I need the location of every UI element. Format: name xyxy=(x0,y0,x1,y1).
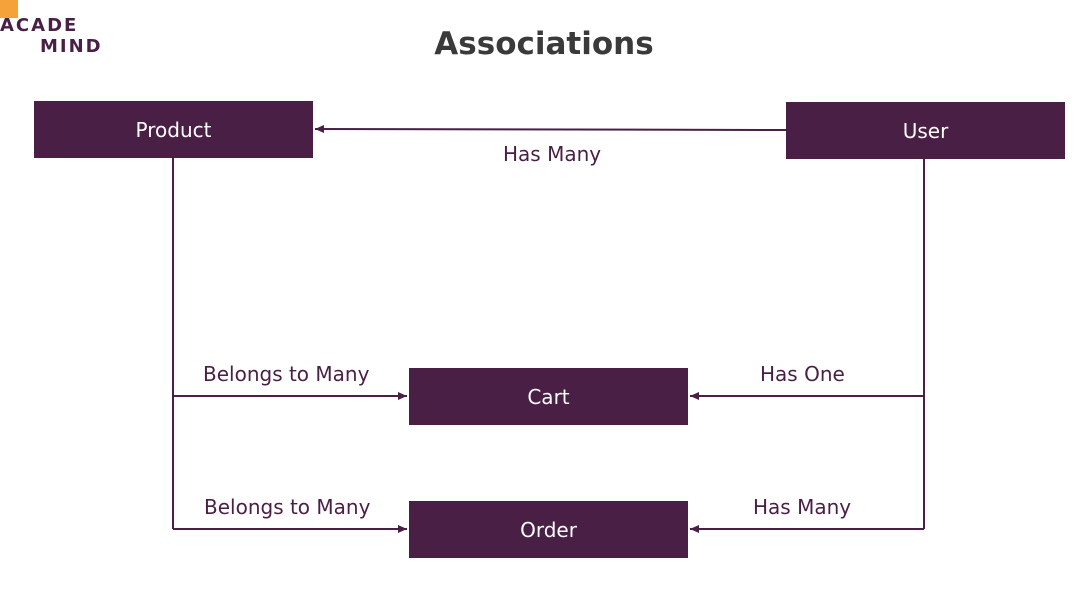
label-user-has-many-products: Has Many xyxy=(503,142,602,166)
label-user-has-many-orders: Has Many xyxy=(753,495,852,519)
entity-user: User xyxy=(786,102,1065,159)
label-product-belongs-to-many-carts: Belongs to Many xyxy=(203,362,370,386)
entity-cart: Cart xyxy=(409,368,688,425)
label-user-has-one-cart: Has One xyxy=(760,362,845,386)
entity-product: Product xyxy=(34,101,313,158)
entity-order: Order xyxy=(409,501,688,558)
logo-text-line-2: MIND xyxy=(40,36,103,57)
label-product-belongs-to-many-orders: Belongs to Many xyxy=(204,495,371,519)
academind-logo: ACADE MIND xyxy=(0,0,110,60)
page-title: Associations xyxy=(434,26,654,62)
logo-accent-square xyxy=(0,0,18,18)
logo-text-line-1: ACADE xyxy=(0,15,79,36)
connector-user-product xyxy=(314,125,787,134)
